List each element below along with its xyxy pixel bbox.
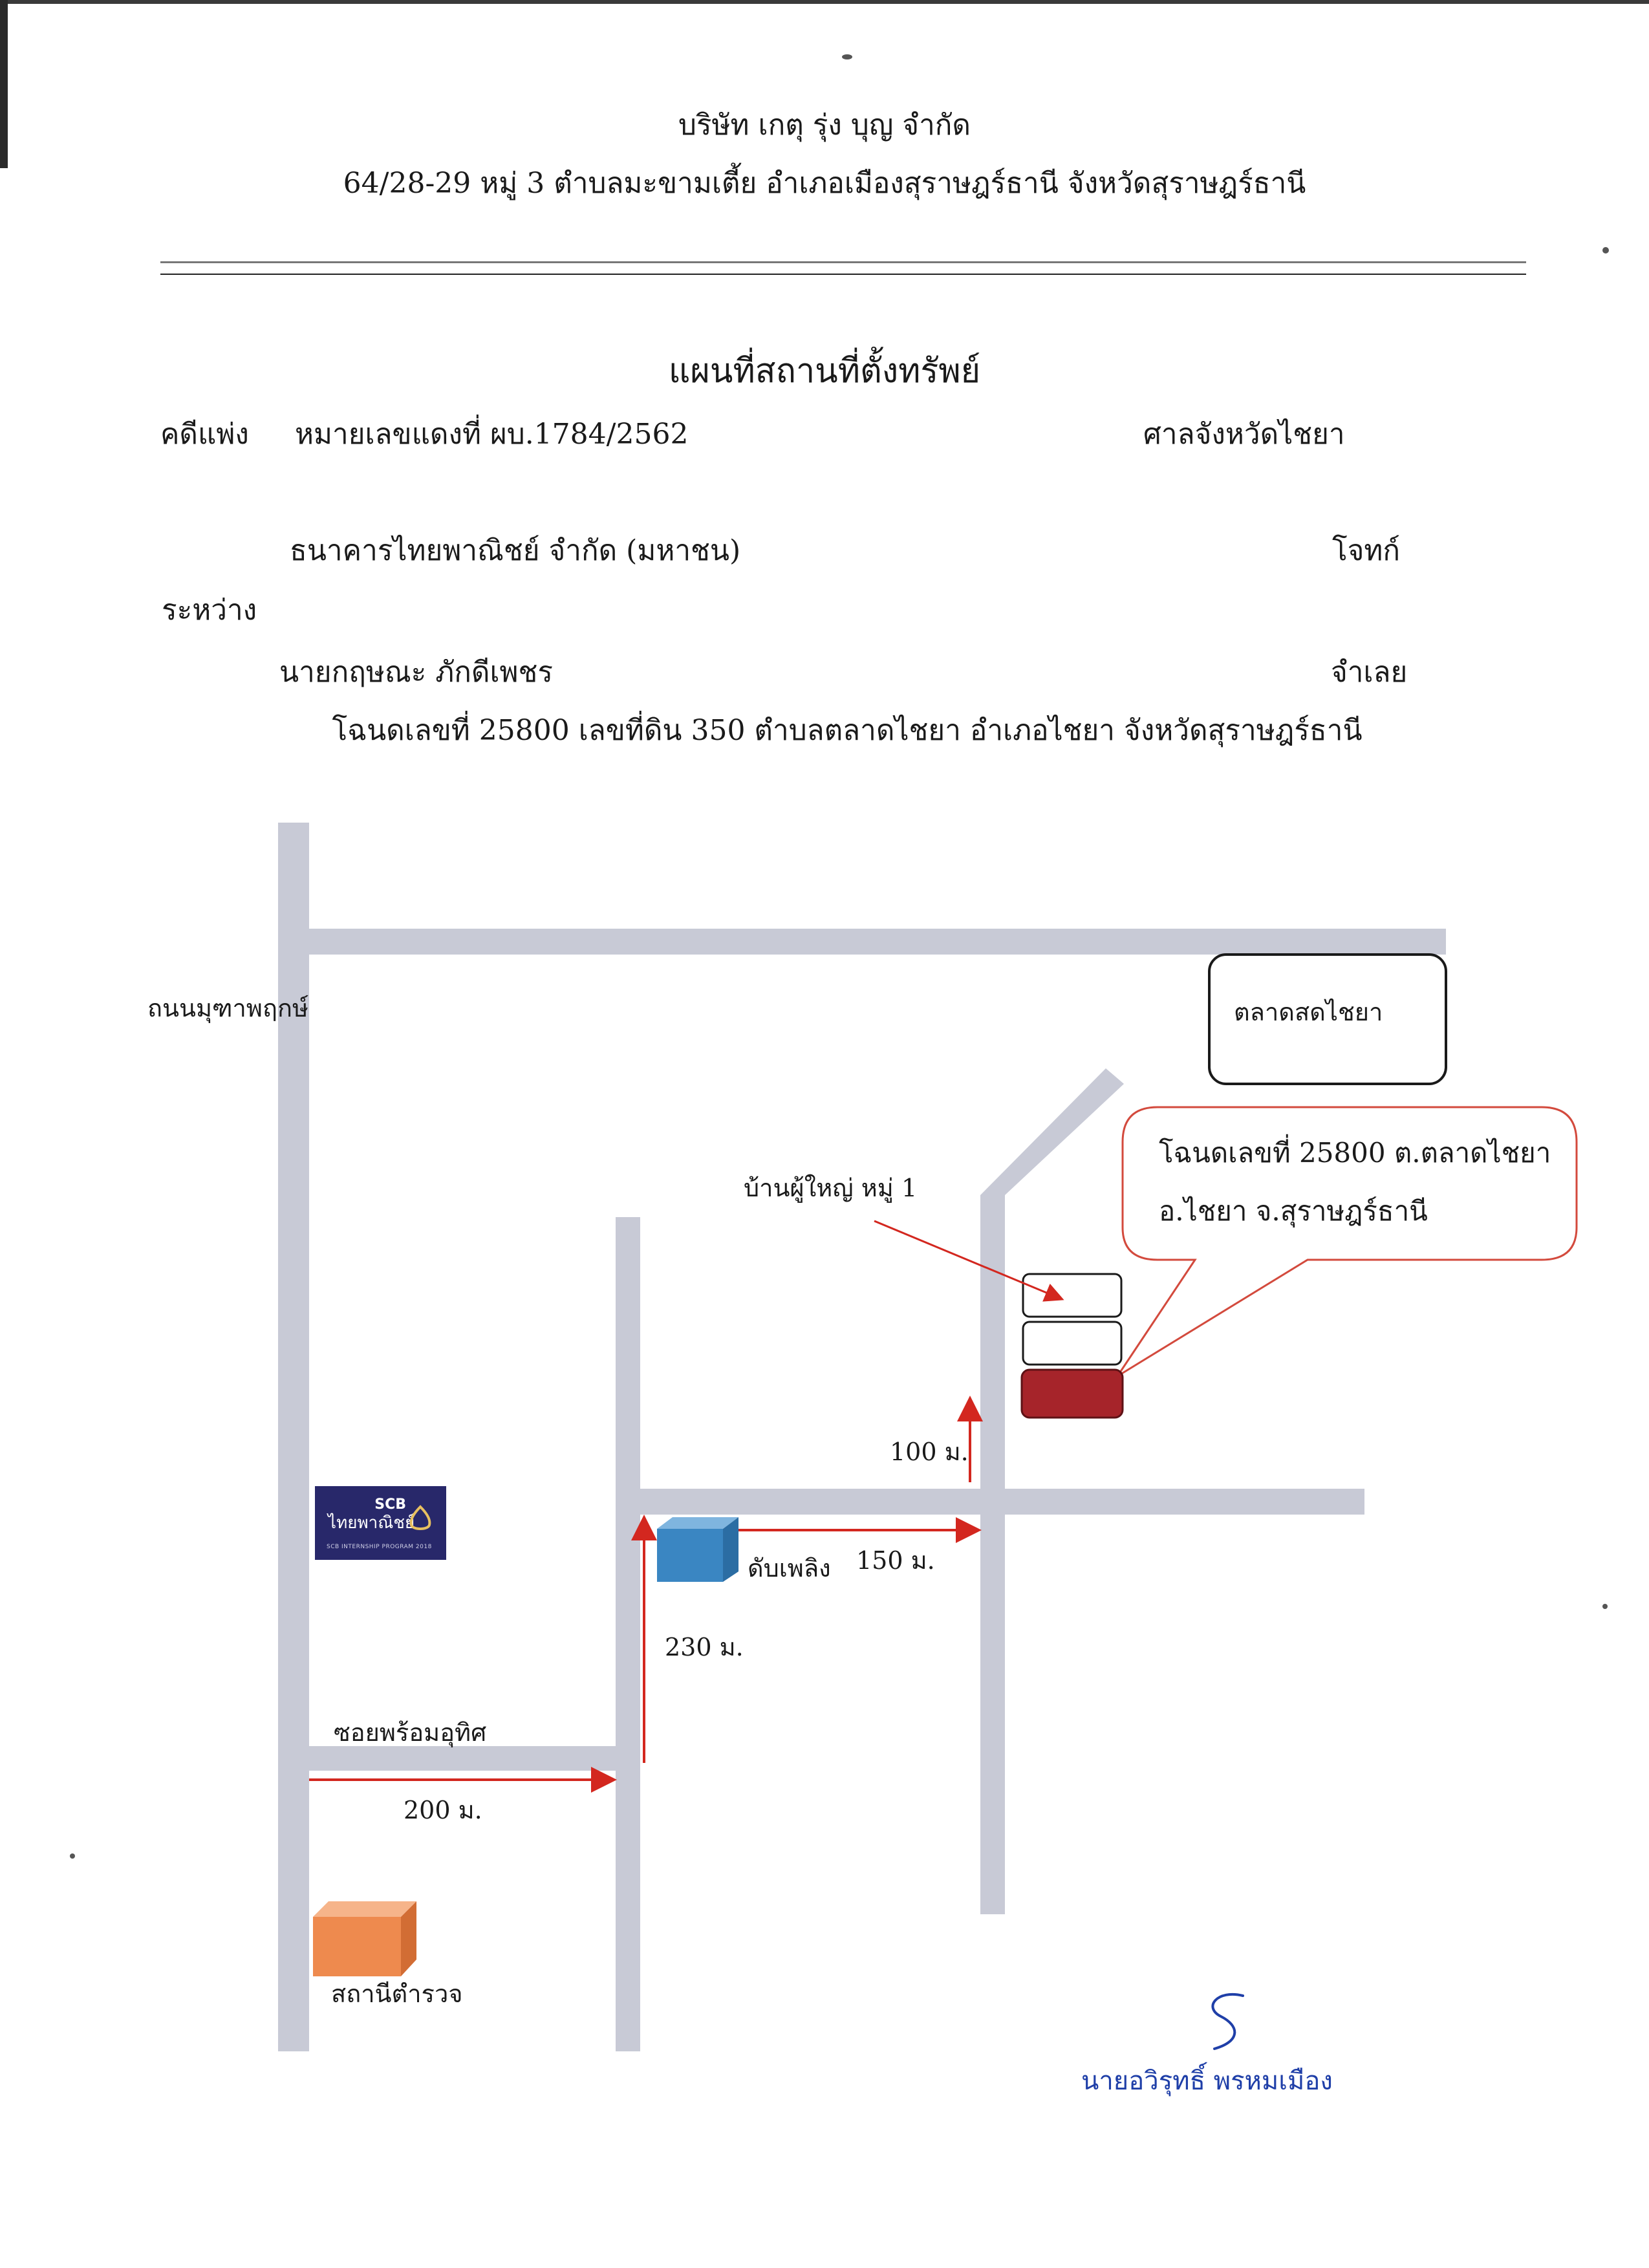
scb-logo: SCB ไทยพาณิชย์ SCB INTERNSHIP PROGRAM 20… <box>315 1486 446 1560</box>
scb-leaf-icon <box>409 1505 431 1530</box>
distance-200m-label: 200 ม. <box>404 1796 482 1824</box>
deed-description: โฉนดเลขที่ 25800 เลขที่ดิน 350 ตำบลตลาดไ… <box>332 714 1363 747</box>
arrow-headman <box>874 1220 1064 1302</box>
road-mutha-phruek <box>278 823 309 2051</box>
scan-edge-left <box>0 0 8 168</box>
distance-230m-label: 230 ม. <box>665 1633 744 1661</box>
signature-name: นายอวิรุทธิ์ พรหมเมือง <box>1081 2066 1333 2096</box>
police-station-icon <box>313 1917 401 1976</box>
market-box <box>1208 953 1447 1085</box>
scan-speck <box>842 54 852 59</box>
road-middle-vertical <box>616 1217 640 2051</box>
plot-upper <box>1022 1273 1123 1318</box>
defendant-name: นายกฤษณะ ภักดีเพชร <box>279 656 554 689</box>
between-label: ระหว่าง <box>162 594 257 627</box>
soi-label: ซอยพร้อมอุทิศ <box>334 1718 487 1747</box>
company-address: 64/28-29 หมู่ 3 ตำบลมะขามเตี้ย อำเภอเมือ… <box>343 167 1306 200</box>
distance-100m-label: 100 ม. <box>890 1438 969 1466</box>
header-rule-top <box>160 261 1526 263</box>
header-rule-bottom <box>160 274 1526 275</box>
police-station-side <box>401 1901 416 1976</box>
document-title: แผนที่สถานที่ตั้งทรัพย์ <box>668 352 981 391</box>
road-soi-phrom-uthit <box>309 1746 616 1771</box>
scb-logo-brand: SCB <box>374 1496 406 1513</box>
case-number: หมายเลขแดงที่ ผบ.1784/2562 <box>295 418 689 451</box>
callout-line-2: อ.ไชยา จ.สุราษฎร์ธานี <box>1159 1195 1428 1227</box>
scan-speck <box>1602 247 1609 254</box>
road-right-vertical <box>980 1195 1005 1914</box>
case-type: คดีแพ่ง <box>160 418 249 451</box>
fire-station-icon <box>657 1529 723 1582</box>
plaintiff-role: โจทก์ <box>1332 534 1401 567</box>
scb-logo-sub: SCB INTERNSHIP PROGRAM 2018 <box>327 1544 432 1550</box>
fire-station-side <box>723 1517 738 1582</box>
callout-line-1: โฉนดเลขที่ 25800 ต.ตลาดไชยา <box>1159 1137 1551 1169</box>
court-name: ศาลจังหวัดไชยา <box>1143 418 1345 451</box>
signature-scribble <box>1211 1993 1244 2050</box>
road-diagonal <box>980 1068 1124 1195</box>
scan-speck <box>70 1853 75 1859</box>
road-top-horizontal <box>309 929 1446 955</box>
scan-edge-top <box>0 0 1649 4</box>
fire-station-top <box>657 1517 738 1529</box>
market-label: ตลาดสดไชยา <box>1234 998 1383 1026</box>
police-station-top <box>313 1901 416 1917</box>
target-plot <box>1020 1368 1124 1419</box>
distance-150m-label: 150 ม. <box>856 1546 935 1575</box>
company-name: บริษัท เกตุ รุ่ง บุญ จำกัด <box>678 109 971 142</box>
deed-callout-bubble <box>1116 1106 1578 1377</box>
plaintiff-name: ธนาคารไทยพาณิชย์ จำกัด (มหาชน) <box>290 534 741 567</box>
plot-middle <box>1022 1321 1123 1366</box>
scb-logo-thai: ไทยพาณิชย์ <box>328 1513 415 1533</box>
road-label-mutha-phruek: ถนนมุฑาพฤกษ์ <box>147 994 309 1022</box>
scan-speck <box>1602 1604 1608 1609</box>
police-station-label: สถานีตำรวจ <box>331 1980 463 2008</box>
headman-house-label: บ้านผู้ใหญ่ หมู่ 1 <box>744 1174 918 1202</box>
fire-station-label: ดับเพลิง <box>748 1554 831 1582</box>
defendant-role: จำเลย <box>1331 656 1408 689</box>
